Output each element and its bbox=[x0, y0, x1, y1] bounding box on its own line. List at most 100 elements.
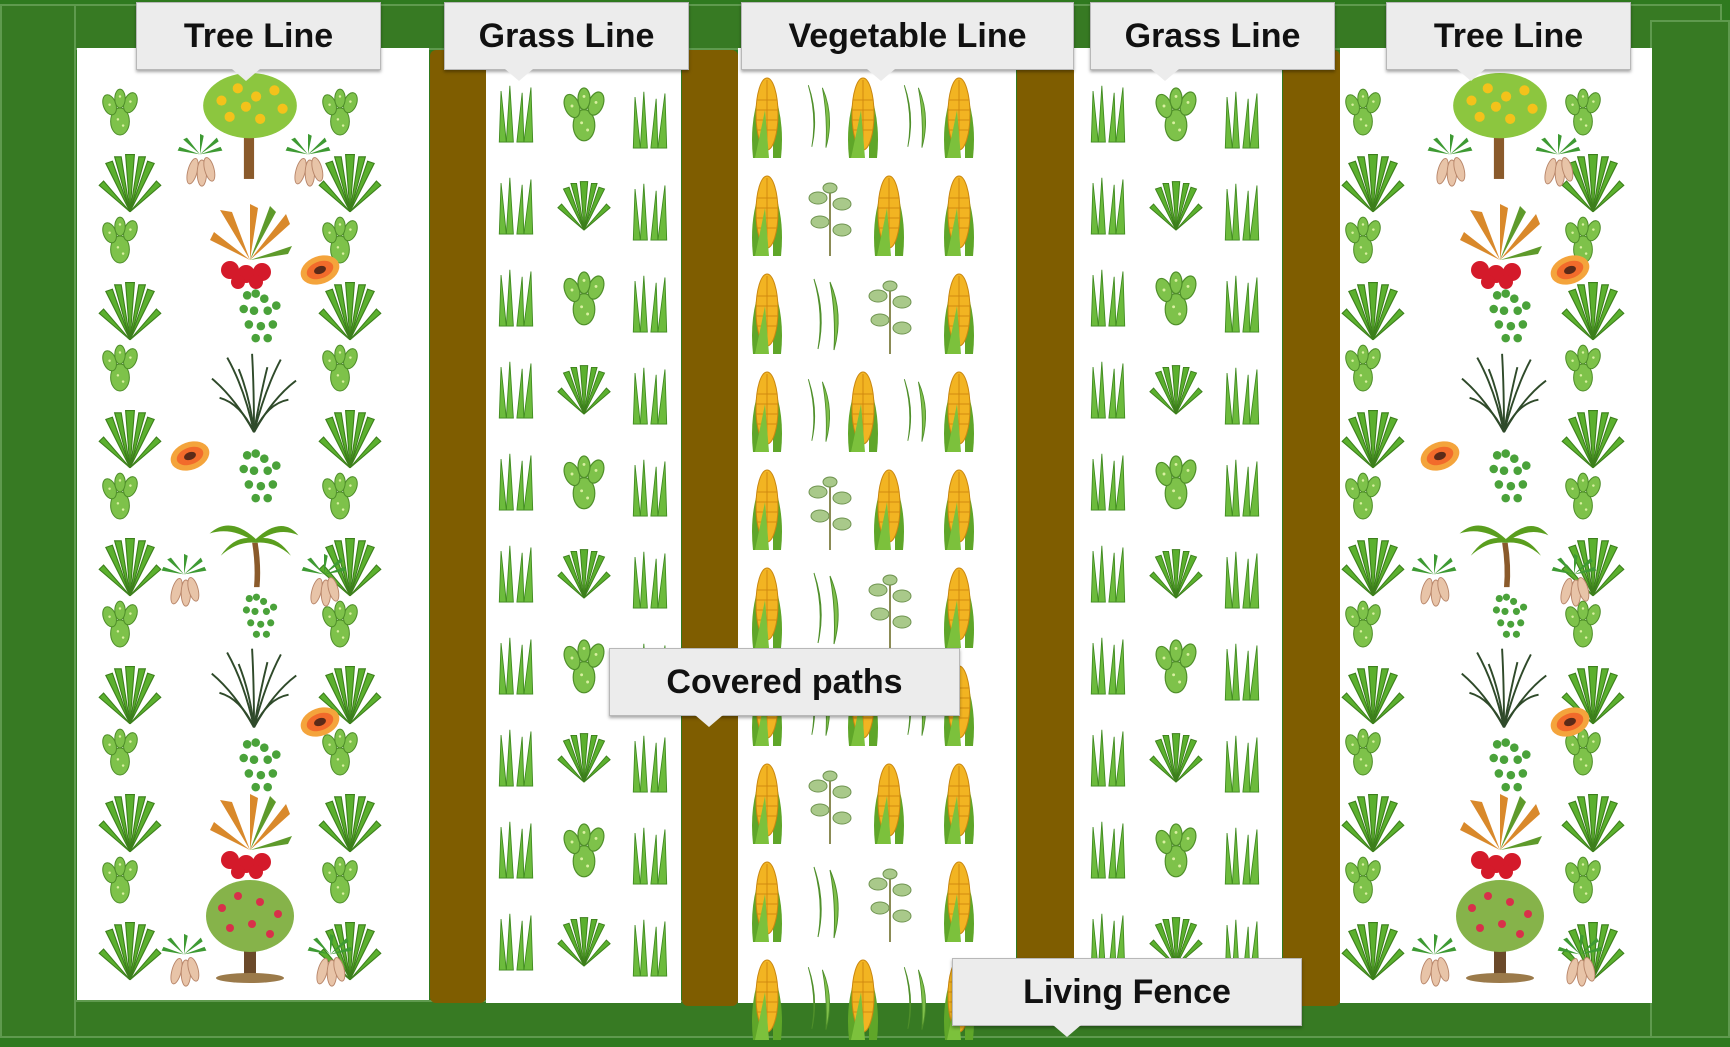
grass-clump-icon bbox=[628, 452, 672, 522]
grass-clump-icon bbox=[494, 814, 538, 884]
nopal-cactus-icon bbox=[97, 724, 143, 776]
grass-line-right-text: Grass Line bbox=[1125, 17, 1301, 56]
nopal-cactus-icon bbox=[1340, 724, 1386, 776]
grass-clump-icon bbox=[628, 820, 672, 890]
corn-icon bbox=[744, 364, 790, 454]
vegetable-line-label: Vegetable Line bbox=[741, 2, 1074, 70]
bean-pod-icon bbox=[892, 958, 936, 1038]
nopal-cactus-icon bbox=[317, 468, 363, 520]
grass-clump-icon bbox=[494, 354, 538, 424]
grass-clump-icon bbox=[494, 262, 538, 332]
covered-path-1 bbox=[430, 50, 486, 1003]
grass-clump-icon bbox=[1086, 446, 1130, 516]
nopal-cactus-icon bbox=[1340, 596, 1386, 648]
grass-clump-icon bbox=[628, 544, 672, 614]
grass-clump-icon bbox=[1086, 630, 1130, 700]
nopal-cactus-icon bbox=[556, 82, 612, 142]
corn-icon bbox=[744, 952, 790, 1042]
grass-line-left-text: Grass Line bbox=[479, 17, 655, 56]
aloe-icon bbox=[1560, 404, 1626, 470]
corn-icon bbox=[840, 364, 886, 454]
corn-icon bbox=[866, 462, 912, 552]
nopal-cactus-icon bbox=[1340, 852, 1386, 904]
corn-icon bbox=[936, 266, 982, 356]
rambutan-icon bbox=[200, 200, 300, 290]
corn-icon bbox=[744, 756, 790, 846]
grass-clump-icon bbox=[1086, 170, 1130, 240]
nopal-cactus-icon bbox=[1340, 212, 1386, 264]
nopal-cactus-icon bbox=[317, 852, 363, 904]
aloe-icon bbox=[1340, 916, 1406, 982]
aloe-icon bbox=[556, 726, 612, 786]
moringa-icon bbox=[1480, 445, 1540, 505]
corn-icon bbox=[936, 364, 982, 454]
grass-clump-icon bbox=[1086, 354, 1130, 424]
cassava-icon bbox=[296, 550, 352, 610]
aloe-icon bbox=[1148, 358, 1204, 418]
corn-icon bbox=[840, 70, 886, 160]
coconut-palm-icon bbox=[204, 515, 304, 589]
aloe-icon bbox=[97, 532, 163, 598]
bean-plant-icon bbox=[860, 276, 920, 356]
guava-tree-icon bbox=[200, 874, 300, 984]
lemongrass-icon bbox=[206, 640, 302, 736]
nopal-cactus-icon bbox=[97, 596, 143, 648]
nopal-cactus-icon bbox=[1340, 340, 1386, 392]
moringa-icon bbox=[1480, 734, 1540, 794]
aloe-icon bbox=[556, 542, 612, 602]
aloe-icon bbox=[1340, 660, 1406, 726]
nopal-cactus-icon bbox=[1340, 84, 1386, 136]
aloe-icon bbox=[317, 788, 383, 854]
aloe-icon bbox=[97, 404, 163, 470]
corn-icon bbox=[840, 952, 886, 1042]
moringa-icon bbox=[1480, 285, 1540, 345]
living-fence-label: Living Fence bbox=[952, 958, 1302, 1026]
aloe-icon bbox=[1340, 788, 1406, 854]
covered-paths-label: Covered paths bbox=[609, 648, 960, 716]
aloe-icon bbox=[1148, 726, 1204, 786]
corn-icon bbox=[936, 854, 982, 944]
grass-clump-icon bbox=[628, 728, 672, 798]
nopal-cactus-icon bbox=[1148, 266, 1204, 326]
corn-icon bbox=[744, 462, 790, 552]
nopal-cactus-icon bbox=[556, 450, 612, 510]
grass-clump-icon bbox=[494, 538, 538, 608]
bean-plant-icon bbox=[860, 570, 920, 650]
cassava-icon bbox=[280, 130, 336, 190]
grass-clump-icon bbox=[628, 360, 672, 430]
nopal-cactus-icon bbox=[97, 212, 143, 264]
grass-clump-icon bbox=[628, 268, 672, 338]
nopal-cactus-icon bbox=[556, 818, 612, 878]
bean-plant-icon bbox=[800, 178, 860, 258]
grass-clump-icon bbox=[494, 78, 538, 148]
bean-plant-icon bbox=[800, 766, 860, 846]
moringa-icon bbox=[1480, 590, 1540, 640]
moringa-icon bbox=[230, 734, 290, 794]
moringa-icon bbox=[230, 590, 290, 640]
papaya-icon bbox=[297, 702, 343, 742]
bean-pod-icon bbox=[800, 274, 850, 354]
nopal-cactus-icon bbox=[1148, 818, 1204, 878]
nopal-cactus-icon bbox=[1560, 852, 1606, 904]
lemongrass-icon bbox=[1456, 350, 1552, 436]
bean-pod-icon bbox=[796, 76, 840, 156]
moringa-icon bbox=[230, 445, 290, 505]
grass-clump-icon bbox=[494, 906, 538, 976]
corn-icon bbox=[866, 168, 912, 258]
cassava-icon bbox=[1530, 130, 1586, 190]
bean-pod-icon bbox=[800, 862, 850, 942]
aloe-icon bbox=[556, 358, 612, 418]
bean-pod-icon bbox=[796, 958, 840, 1038]
grass-clump-icon bbox=[1086, 722, 1130, 792]
cassava-icon bbox=[1422, 130, 1478, 190]
grass-line-right-label: Grass Line bbox=[1090, 2, 1335, 70]
grass-clump-icon bbox=[628, 176, 672, 246]
bean-plant-icon bbox=[860, 864, 920, 944]
covered-path-4 bbox=[1283, 50, 1340, 1006]
corn-icon bbox=[936, 756, 982, 846]
cassava-icon bbox=[302, 930, 358, 990]
nopal-cactus-icon bbox=[1560, 340, 1606, 392]
bean-pod-icon bbox=[892, 370, 936, 450]
corn-icon bbox=[744, 168, 790, 258]
aloe-icon bbox=[97, 916, 163, 982]
